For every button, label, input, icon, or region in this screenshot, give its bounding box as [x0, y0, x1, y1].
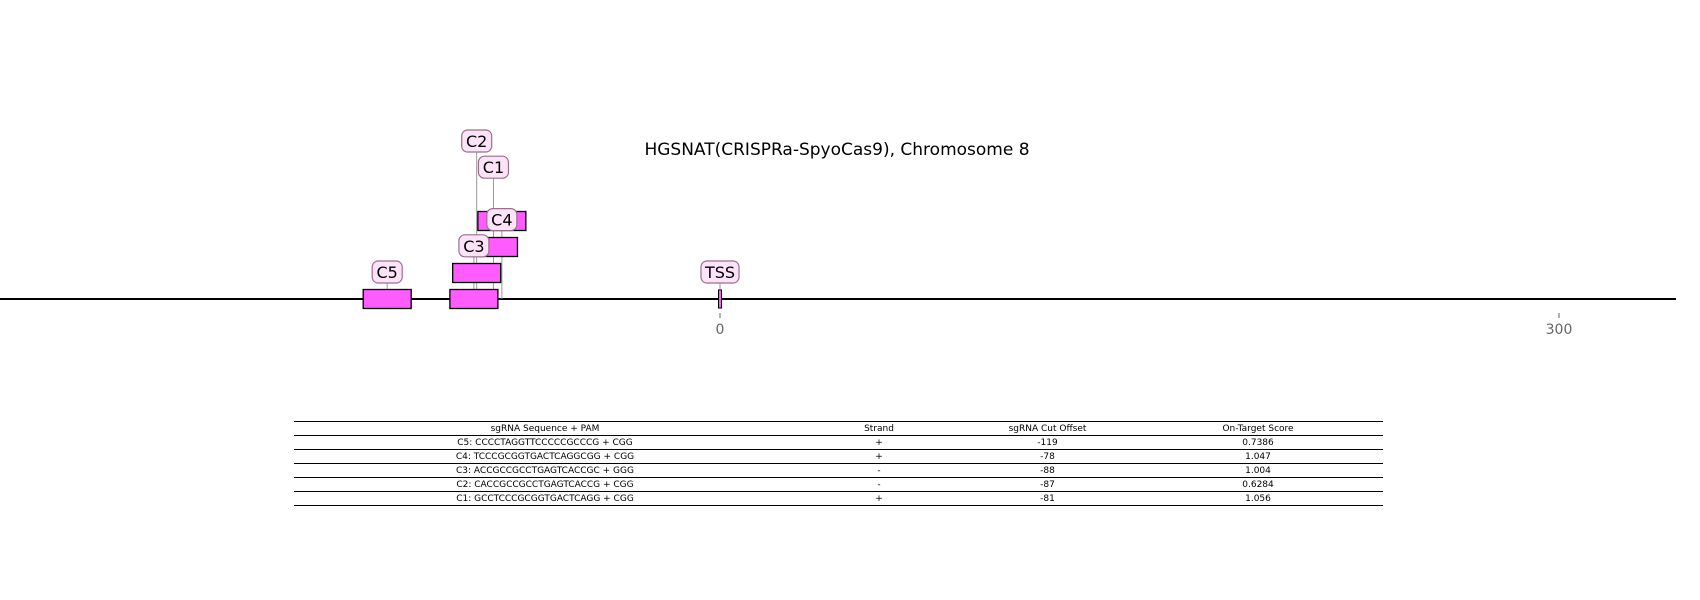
table-cell: 1.004 [1133, 463, 1383, 478]
table-cell: 0.6284 [1133, 477, 1383, 492]
axis-ticks: -3000300 [716, 313, 1573, 338]
guide-box-c3 [449, 288, 499, 310]
table-cell: - [796, 463, 962, 478]
column-header-strand: Strand [796, 421, 962, 436]
table-cell: C3: ACCGCCGCCTGAGTCACCGC + GGG [294, 463, 796, 478]
guide-label-box [458, 234, 490, 258]
table-cell: C4: TCCCGCGGTGACTCAGGCGG + CGG [294, 449, 796, 464]
guide-label-text: C2 [466, 132, 487, 151]
column-header-sequence: sgRNA Sequence + PAM [294, 421, 796, 436]
table-header-row: sgRNA Sequence + PAM Strand sgRNA Cut Of… [294, 421, 1383, 436]
guide-boxes [362, 210, 722, 310]
guide-box-c5 [362, 288, 412, 310]
table-cell: -88 [962, 463, 1133, 478]
guide-connectors [386, 152, 721, 299]
guide-label-text: C4 [491, 211, 512, 230]
guide-label-text: C1 [483, 158, 504, 177]
table-cell: -81 [962, 491, 1133, 506]
table-cell: -119 [962, 435, 1133, 450]
guide-label-box [461, 129, 493, 153]
table-cell: -78 [962, 449, 1133, 464]
axis-tick-label: 0 [716, 322, 725, 338]
table-cell: 0.7386 [1133, 435, 1383, 450]
guide-label-text: C5 [377, 263, 398, 282]
guide-label-box [477, 155, 510, 179]
guide-label-box [371, 260, 403, 284]
axis-tick-label: 300 [1546, 322, 1573, 338]
table-cell: + [796, 449, 962, 464]
guide-label-text: TSS [704, 263, 735, 282]
table-cell: + [796, 491, 962, 506]
figure-title: HGSNAT(CRISPRa-SpyoCas9), Chromosome 8 [644, 140, 1029, 160]
sgrna-table: sgRNA Sequence + PAM Strand sgRNA Cut Of… [294, 421, 1383, 506]
guide-label-box [700, 260, 740, 284]
guide-label-text: C3 [463, 237, 484, 256]
tss-marker [718, 289, 722, 309]
table-cell: 1.056 [1133, 491, 1383, 506]
table-cell: C2: CACCGCCGCCTGAGTCACCG + CGG [294, 477, 796, 492]
guide-label-box [486, 208, 518, 232]
guide-box-c2 [452, 262, 502, 284]
table-cell: - [796, 477, 962, 492]
table-cell: C5: CCCCTAGGTTCCCCCGCCCG + CGG [294, 435, 796, 450]
column-header-cut-offset: sgRNA Cut Offset [962, 421, 1133, 436]
column-header-score: On-Target Score [1133, 421, 1383, 436]
table-cell: 1.047 [1133, 449, 1383, 464]
table-cell: C1: GCCTCCCGCGGTGACTCAGG + CGG [294, 491, 796, 506]
table-cell: -87 [962, 477, 1133, 492]
table-cell: + [796, 435, 962, 450]
